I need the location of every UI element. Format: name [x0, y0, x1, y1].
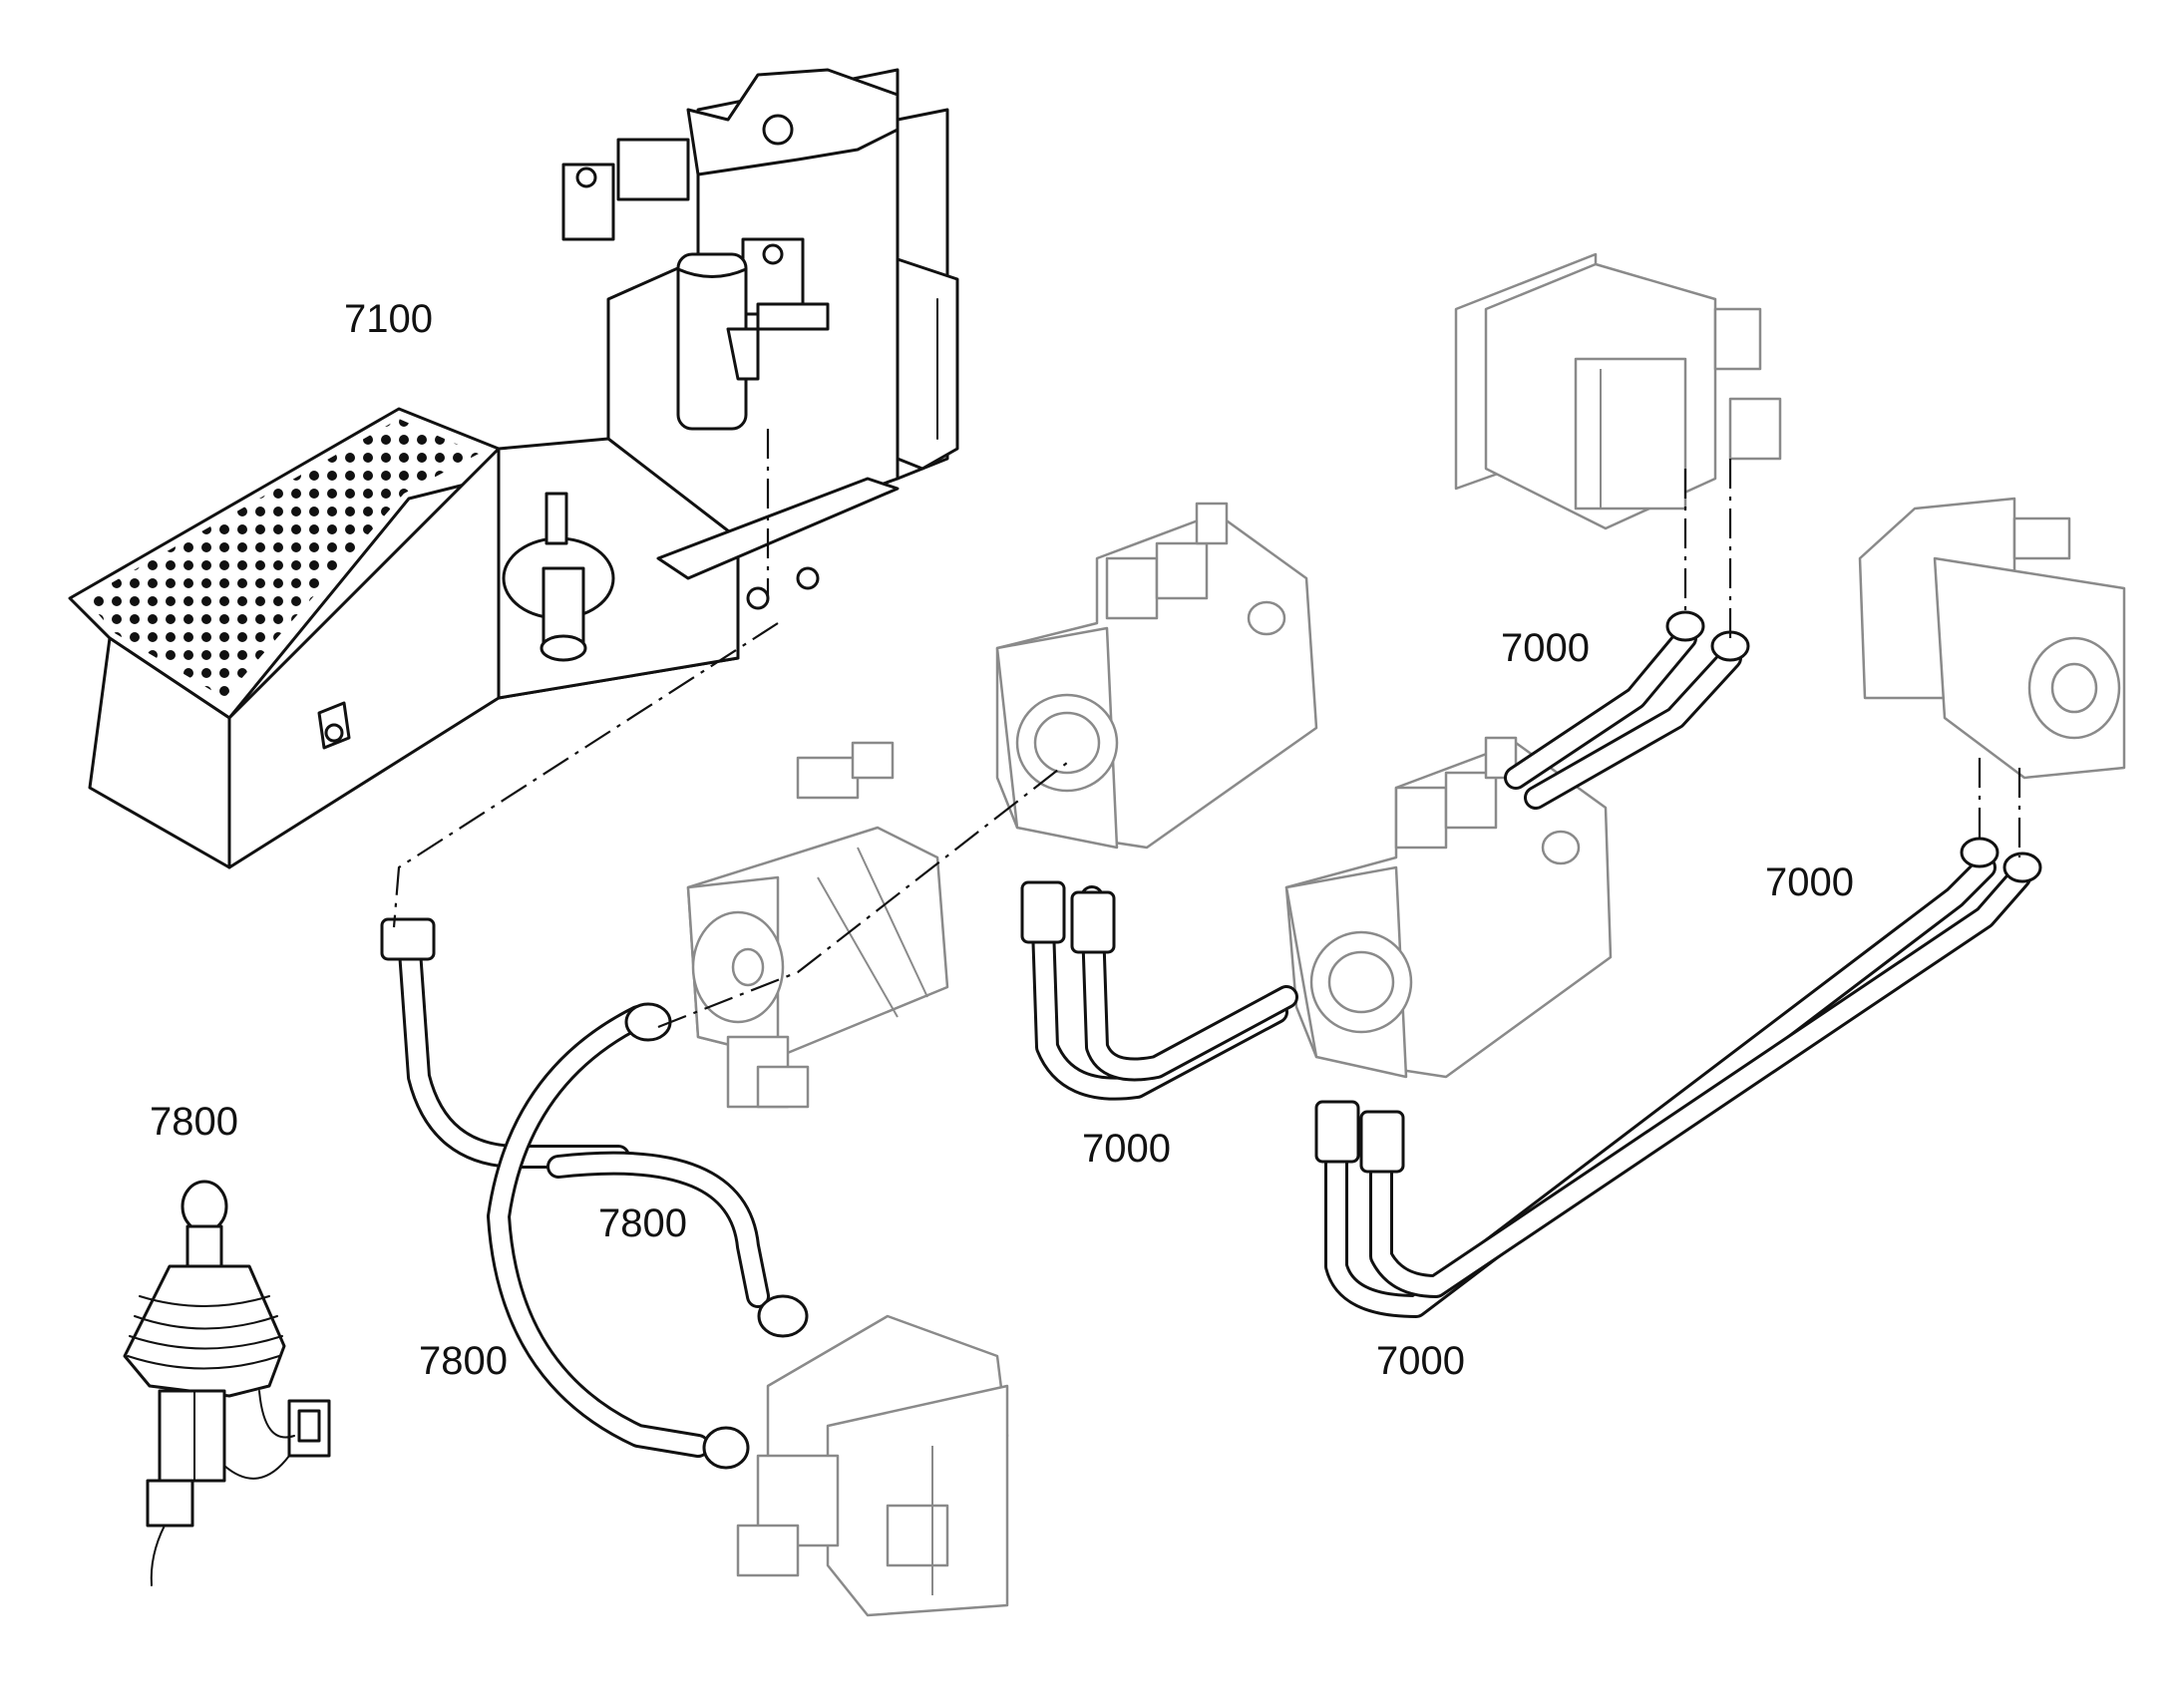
hydraulic-motor-right	[1858, 497, 2126, 780]
piston-pump-lower	[1284, 736, 1613, 1079]
connection-lines	[392, 429, 2021, 1029]
gear-pump	[686, 741, 949, 1109]
callout-tank: 7100	[344, 297, 433, 341]
hose-7000-center	[1020, 880, 1298, 1101]
callout-labels: 7100 7000 7000 7000 7000 7800 7800 7800	[150, 297, 1854, 1383]
hydraulic-tank	[68, 68, 959, 869]
piston-pump-upper	[995, 502, 1318, 850]
control-valve	[736, 1314, 1009, 1617]
callout-hose-upper-right: 7000	[1501, 626, 1590, 670]
callout-hose-right: 7000	[1765, 860, 1854, 904]
callout-hose-bottom: 7000	[1376, 1339, 1465, 1383]
callout-hose-left: 7800	[419, 1339, 508, 1383]
callout-hose-center: 7000	[1082, 1127, 1171, 1171]
hose-7000-bottom	[1314, 837, 2042, 1318]
hose-7800-mid	[546, 1151, 809, 1338]
hose-7000-upper-right	[1504, 610, 1750, 810]
callout-hose-mid: 7800	[598, 1201, 687, 1245]
callout-joystick: 7800	[150, 1100, 238, 1144]
joystick-control	[123, 1180, 331, 1586]
hydraulic-motor-upper	[1454, 252, 1782, 530]
